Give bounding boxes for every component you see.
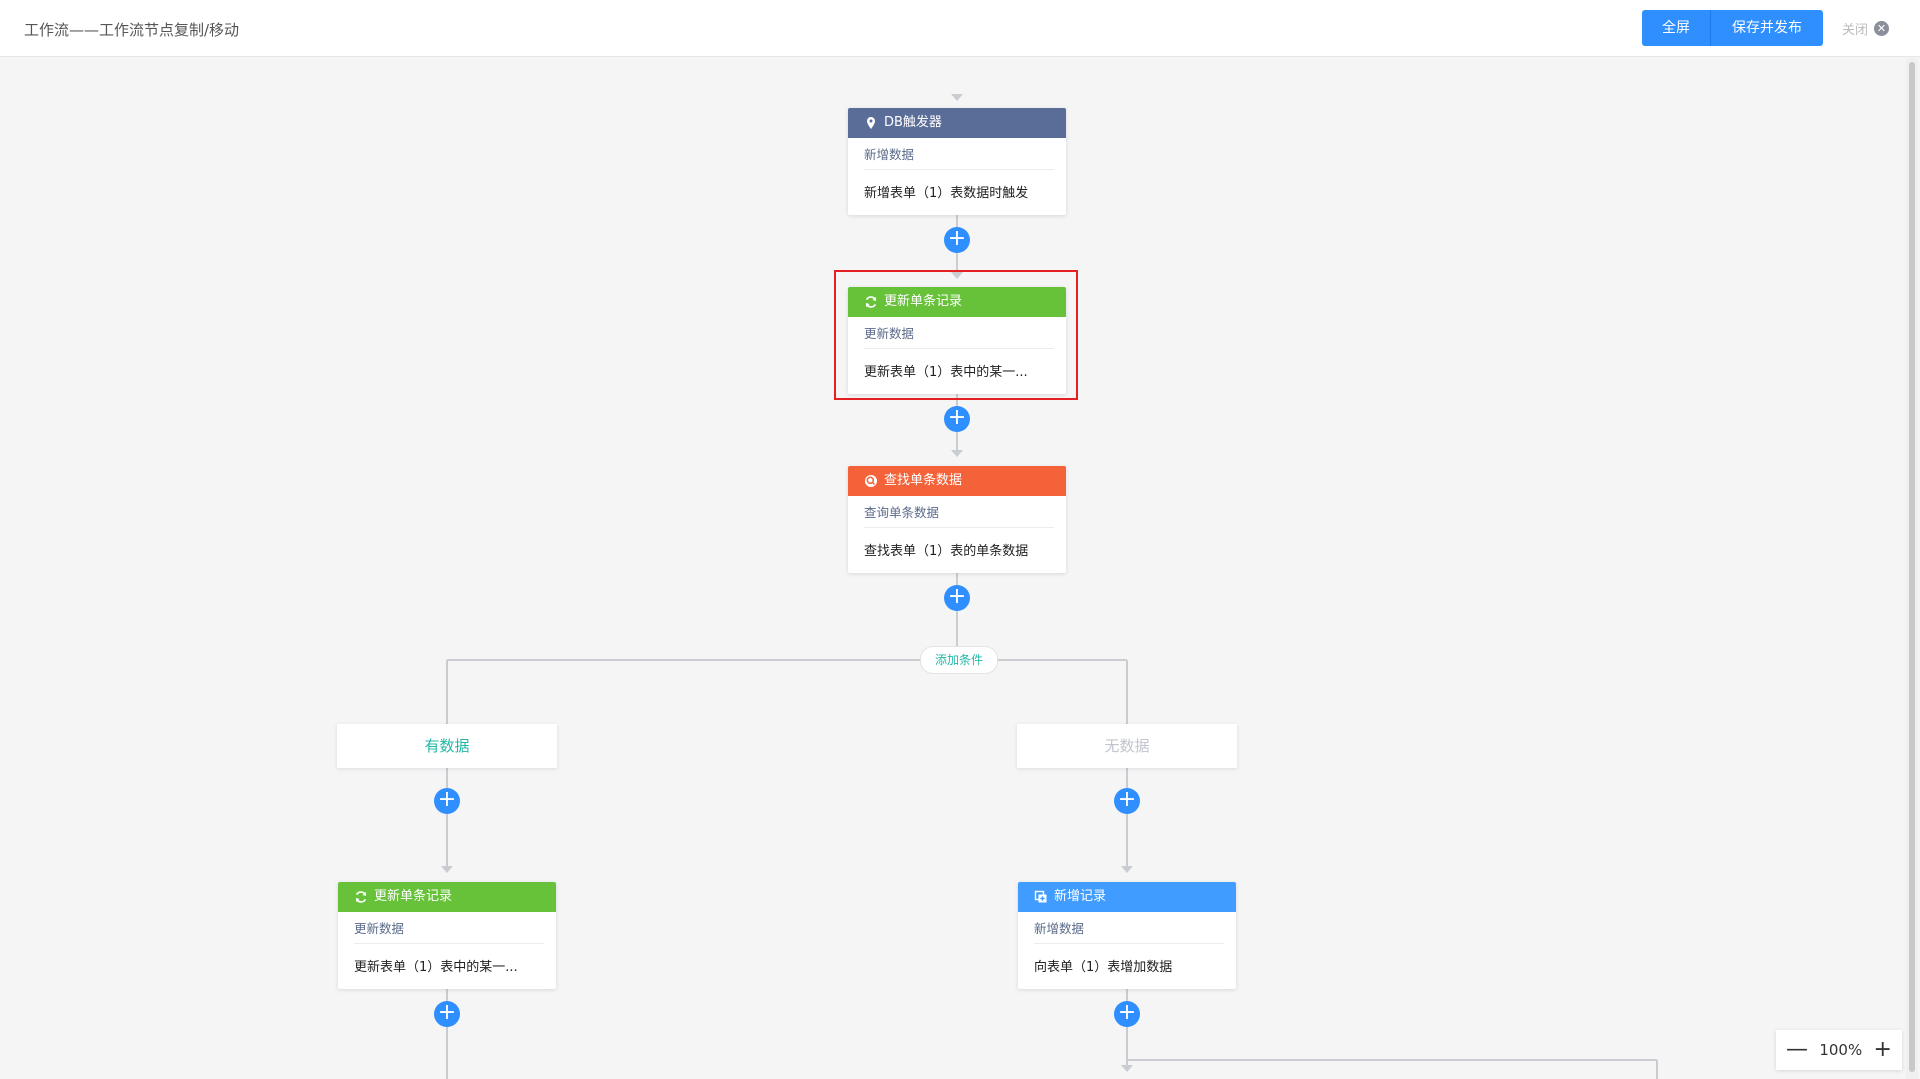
node-header: 更新单条记录 <box>848 287 1066 317</box>
node-title: 更新单条记录 <box>884 294 963 309</box>
zoom-out-button[interactable]: — <box>1786 1037 1808 1062</box>
node-subtitle: 新增数据 <box>864 138 1054 170</box>
header-actions: 全屏 保存并发布 <box>1642 10 1823 46</box>
refresh-icon <box>355 891 367 903</box>
close-label: 关闭 <box>1842 23 1869 38</box>
node-description: 新增表单（1）表数据时触发 <box>864 186 1029 201</box>
close-icon: ✕ <box>1874 21 1890 36</box>
node-title: 查找单条数据 <box>884 473 963 488</box>
zoom-control: — 100% + <box>1776 1030 1902 1070</box>
node-description: 更新表单（1）表中的某一... <box>864 365 1028 380</box>
zoom-level: 100% <box>1819 1041 1863 1059</box>
add-node-button[interactable]: + <box>434 1001 460 1027</box>
add-node-button[interactable]: + <box>434 788 460 814</box>
top-bar: 工作流——工作流节点复制/移动 全屏 保存并发布 关闭 ✕ <box>0 0 1920 57</box>
node-header: 新增记录 <box>1018 882 1236 912</box>
node-subtitle: 新增数据 <box>1034 912 1224 944</box>
db-trigger-node[interactable]: DB触发器 新增数据 新增表单（1）表数据时触发 <box>848 108 1066 215</box>
selection-highlight <box>834 270 1078 400</box>
scrollbar-thumb[interactable] <box>1909 62 1915 1072</box>
save-publish-button[interactable]: 保存并发布 <box>1711 10 1823 46</box>
add-node-button[interactable]: + <box>944 406 970 432</box>
add-node-button[interactable]: + <box>944 585 970 611</box>
node-title: DB触发器 <box>884 115 942 130</box>
refresh-icon <box>865 296 877 308</box>
node-title: 新增记录 <box>1054 889 1107 904</box>
search-icon <box>865 475 877 487</box>
node-subtitle: 查询单条数据 <box>864 496 1054 528</box>
add-condition-button[interactable]: 添加条件 <box>920 646 998 674</box>
update-record-node[interactable]: 更新单条记录 更新数据 更新表单（1）表中的某一... <box>848 287 1066 394</box>
condition-has-data[interactable]: 有数据 <box>337 724 557 768</box>
node-title: 更新单条记录 <box>374 889 453 904</box>
branch-update-record-node[interactable]: 更新单条记录 更新数据 更新表单（1）表中的某一... <box>338 882 556 989</box>
condition-no-data[interactable]: 无数据 <box>1017 724 1237 768</box>
add-node-button[interactable]: + <box>944 227 970 253</box>
node-header: 更新单条记录 <box>338 882 556 912</box>
close-button[interactable]: 关闭 ✕ <box>1842 19 1890 38</box>
page-title: 工作流——工作流节点复制/移动 <box>24 21 240 39</box>
zoom-in-button[interactable]: + <box>1873 1037 1892 1062</box>
add-node-button[interactable]: + <box>1114 1001 1140 1027</box>
node-subtitle: 更新数据 <box>354 912 544 944</box>
add-node-button[interactable]: + <box>1114 788 1140 814</box>
vertical-scrollbar[interactable] <box>1906 58 1918 1079</box>
query-record-node[interactable]: 查找单条数据 查询单条数据 查找表单（1）表的单条数据 <box>848 466 1066 573</box>
node-description: 查找表单（1）表的单条数据 <box>864 544 1029 559</box>
node-description: 向表单（1）表增加数据 <box>1034 960 1173 975</box>
branch-add-record-node[interactable]: 新增记录 新增数据 向表单（1）表增加数据 <box>1018 882 1236 989</box>
location-pin-icon <box>867 117 875 129</box>
node-description: 更新表单（1）表中的某一... <box>354 960 518 975</box>
add-record-icon <box>1034 890 1047 903</box>
fullscreen-button[interactable]: 全屏 <box>1642 10 1711 46</box>
node-subtitle: 更新数据 <box>864 317 1054 349</box>
node-header: DB触发器 <box>848 108 1066 138</box>
node-header: 查找单条数据 <box>848 466 1066 496</box>
